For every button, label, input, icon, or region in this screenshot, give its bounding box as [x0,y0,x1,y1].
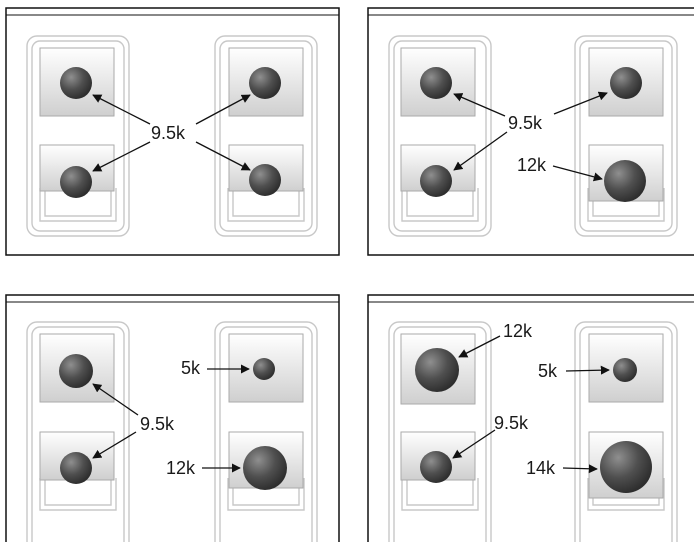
arrow [92,383,139,416]
burner-large [604,160,646,202]
grate-left [26,35,130,237]
arrow [562,464,598,474]
panel-top-right: 9.5k 12k [367,7,694,256]
arrow [552,165,603,182]
arrow [453,93,506,117]
rating-label: 9.5k [494,413,529,433]
rating-label: 5k [181,358,201,378]
burner-large [243,446,287,490]
burner-small [613,358,637,382]
grate-left [388,321,492,542]
grate-right [214,35,318,237]
burner-large [415,348,459,392]
grate-right [214,321,318,542]
burner-extra-large [600,441,652,493]
arrow [553,91,608,115]
burner [610,67,642,99]
rating-label: 14k [526,458,556,478]
rating-label: 12k [166,458,196,478]
burner [60,67,92,99]
arrow [452,429,496,459]
arrow [195,141,251,171]
rating-label: 9.5k [140,414,175,434]
burner [60,452,92,484]
rating-label: 12k [517,155,547,175]
rating-label: 9.5k [508,113,543,133]
arrow [92,431,137,459]
panel-top-left: 9.5k [5,7,340,256]
grate-left [388,35,492,237]
burner [249,164,281,196]
burner [420,165,452,197]
arrow [92,94,151,125]
rating-label: 5k [538,361,558,381]
arrow [565,365,610,375]
burner [420,67,452,99]
burner [420,451,452,483]
burner [60,166,92,198]
panel-bottom-left: 5k 9.5k 12k [5,294,340,542]
grate-right [574,35,678,237]
burner [249,67,281,99]
arrow [92,141,151,172]
burner [59,354,93,388]
burner-small [253,358,275,380]
arrow [453,131,508,171]
rating-label: 12k [503,321,533,341]
arrow [458,335,501,358]
rating-label: 9.5k [151,123,186,143]
arrow [195,94,251,125]
panel-bottom-right: 12k 9.5k 5k 14k [367,294,694,542]
